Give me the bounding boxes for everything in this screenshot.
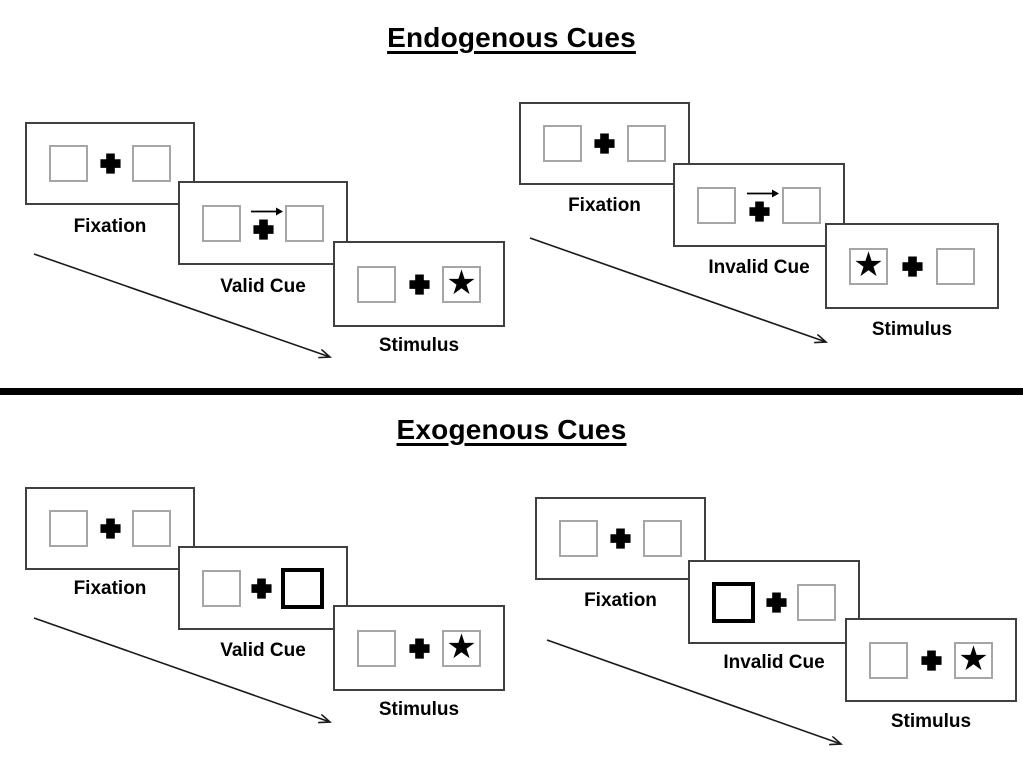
endogenous-title: Endogenous Cues [387,22,636,53]
panel-label: Valid Cue [220,276,306,297]
target-box-right: ★ [954,639,993,679]
cue-box-left [712,581,755,623]
placeholder-box-right [797,583,836,621]
endo-valid-stimulus-panel: ★ [333,241,505,327]
placeholder-box-right [936,247,975,285]
endo-invalid-cue-panel [673,163,845,247]
placeholder-box-left [202,204,241,242]
placeholder-box-right [132,145,171,182]
target-box-right: ★ [442,263,481,303]
fixation-cross-icon [594,133,615,154]
panel-label: Fixation [73,216,147,237]
endo-valid-cue-panel [178,181,348,265]
panel-label: Fixation [73,578,147,599]
panel-label: Invalid Cue [708,257,810,278]
timeline-arrow-endogenous-invalid [529,237,826,342]
placeholder-box-right [643,520,682,557]
target-box-left: ★ [849,245,888,285]
fixation-cross-icon [408,637,430,659]
fixation-cross-icon [408,273,430,295]
endo-valid-fixation-panel [25,122,195,205]
placeholder-box-left [357,629,396,667]
exogenous-title: Exogenous Cues [396,414,627,445]
cue-arrow-right-icon [251,207,283,215]
panel-label: Stimulus [871,319,953,340]
timeline-arrow-endogenous-valid [33,253,330,357]
exo-valid-stimulus-panel: ★ [333,605,505,691]
endo-invalid-fixation-panel [519,102,690,185]
star-icon: ★ [958,639,989,679]
exo-invalid-cue-panel [688,560,860,644]
exo-valid-fixation-panel [25,487,195,570]
panel-label: Fixation [568,195,641,216]
panel-label: Valid Cue [220,640,306,661]
fixation-cross-icon [252,218,274,240]
placeholder-box-left [202,569,241,607]
fixation-cross-icon [99,518,121,539]
fixation-cross-icon [610,528,631,549]
endo-invalid-stimulus-panel: ★ [825,223,999,309]
timeline-arrow-exogenous-valid [33,617,330,722]
fixation-cross-icon [920,649,942,671]
panel-label: Invalid Cue [723,652,825,673]
placeholder-box-right [132,510,171,547]
panel-label: Fixation [584,590,657,611]
placeholder-box-right [627,125,666,162]
placeholder-box-left [543,125,582,162]
star-icon: ★ [853,245,884,285]
placeholder-box-left [49,510,88,547]
fixation-cross-icon [99,153,121,174]
exo-valid-cue-panel [178,546,348,630]
panel-label: Stimulus [378,699,460,720]
fixation-cross-icon [901,255,923,277]
fixation-cross-icon [765,591,787,613]
panel-label: Stimulus [890,711,972,732]
star-icon: ★ [446,263,477,303]
cue-arrow-right-icon [747,189,779,197]
star-icon: ★ [446,627,477,667]
target-box-right: ★ [442,627,481,667]
placeholder-box-right [782,186,821,224]
section-divider [0,388,1023,395]
fixation-cross-icon [748,200,770,222]
placeholder-box-left [869,641,908,679]
placeholder-box-left [697,186,736,224]
exo-invalid-fixation-panel [535,497,706,580]
cue-box-right [281,567,324,609]
exo-invalid-stimulus-panel: ★ [845,618,1017,702]
placeholder-box-left [49,145,88,182]
placeholder-box-left [559,520,598,557]
placeholder-box-left [357,265,396,303]
fixation-cross-icon [250,577,272,599]
placeholder-box-right [285,204,324,242]
panel-label: Stimulus [378,335,460,356]
